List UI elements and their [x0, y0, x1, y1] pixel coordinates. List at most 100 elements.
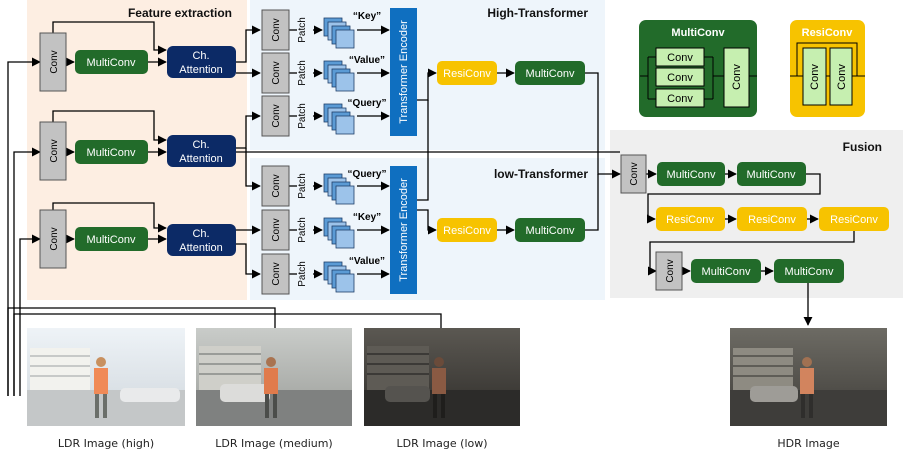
token-square: [335, 229, 355, 249]
high-transformer-title: High-Transformer: [487, 6, 588, 20]
svg-text:Ch.: Ch.: [192, 139, 209, 151]
svg-text:MultiConv: MultiConv: [87, 234, 136, 246]
key-token-label-high: “Key”: [353, 11, 381, 22]
transformer-conv-key-high: Conv: [261, 9, 290, 51]
fusion-multiconv-4: MultiConv: [774, 259, 844, 283]
transformer-conv-key-low: Conv: [261, 209, 290, 251]
resiconv-legend: ResiConv Conv Conv: [790, 20, 865, 117]
patch-label-value-low: Patch: [297, 261, 308, 287]
conv-block-low: Conv: [39, 209, 67, 269]
token-square: [335, 72, 355, 92]
ldr-image-high-caption: LDR Image (high): [57, 437, 155, 450]
svg-text:Conv: Conv: [271, 174, 282, 197]
ldr-image-high: [27, 328, 185, 426]
svg-text:Attention: Attention: [179, 64, 222, 76]
ch-attention-block-medium: Ch. Attention: [167, 135, 236, 167]
conv-block-medium: Conv: [39, 121, 67, 181]
svg-text:Transformer Encoder: Transformer Encoder: [398, 20, 410, 124]
svg-text:Conv: Conv: [49, 227, 60, 250]
svg-text:MultiConv: MultiConv: [87, 57, 136, 69]
value-token-label-high: “Value”: [349, 55, 385, 66]
svg-text:Conv: Conv: [667, 93, 693, 105]
svg-text:Attention: Attention: [179, 153, 222, 165]
patch-label-value-high: Patch: [297, 60, 308, 86]
fusion-multiconv-3: MultiConv: [691, 259, 761, 283]
ch-attention-block-low: Ch. Attention: [167, 224, 236, 256]
query-token-label-high: “Query”: [348, 98, 387, 109]
patch-label-query-high: Patch: [297, 103, 308, 129]
token-square: [335, 185, 355, 205]
token-square: [335, 273, 355, 293]
svg-text:Conv: Conv: [49, 50, 60, 73]
svg-text:Conv: Conv: [271, 18, 282, 41]
multiconv-block-low-transformer: MultiConv: [515, 218, 585, 242]
multiconv-block-high-transformer: MultiConv: [515, 61, 585, 85]
fusion-resiconv-1: ResiConv: [656, 207, 725, 231]
value-token-label-low: “Value”: [349, 256, 385, 267]
svg-text:Conv: Conv: [629, 162, 640, 185]
svg-text:MultiConv: MultiConv: [785, 266, 834, 278]
svg-text:Conv: Conv: [667, 72, 693, 84]
svg-text:Conv: Conv: [836, 64, 848, 90]
query-token-label-low: “Query”: [348, 169, 387, 180]
transformer-conv-value-high: Conv: [261, 52, 290, 94]
fusion-title: Fusion: [843, 140, 882, 154]
svg-text:MultiConv: MultiConv: [667, 169, 716, 181]
svg-text:Conv: Conv: [271, 61, 282, 84]
svg-text:ResiConv: ResiConv: [748, 214, 796, 226]
svg-text:MultiConv: MultiConv: [526, 68, 575, 80]
svg-text:Ch.: Ch.: [192, 228, 209, 240]
multiconv-block-medium: MultiConv: [75, 140, 148, 164]
svg-text:ResiConv: ResiConv: [666, 214, 714, 226]
multiconv-legend-title: MultiConv: [671, 27, 725, 39]
svg-text:ResiConv: ResiConv: [443, 225, 491, 237]
fusion-resiconv-2: ResiConv: [737, 207, 807, 231]
svg-text:MultiConv: MultiConv: [702, 266, 751, 278]
svg-text:ResiConv: ResiConv: [830, 214, 878, 226]
svg-text:ResiConv: ResiConv: [443, 68, 491, 80]
ldr-image-low: [364, 328, 520, 426]
ldr-image-low-caption: LDR Image (low): [396, 437, 488, 450]
fusion-conv-1: Conv: [620, 154, 647, 194]
svg-text:MultiConv: MultiConv: [747, 169, 796, 181]
hdr-image-caption: HDR Image: [777, 437, 840, 450]
svg-text:Conv: Conv: [665, 259, 676, 282]
fusion-multiconv-1: MultiConv: [657, 162, 725, 186]
token-square: [335, 29, 355, 49]
resiconv-block-low: ResiConv: [437, 218, 497, 242]
ch-attention-block-high: Ch. Attention: [167, 46, 236, 78]
fusion-resiconv-3: ResiConv: [819, 207, 889, 231]
svg-text:Ch.: Ch.: [192, 50, 209, 62]
multiconv-legend: MultiConv Conv Conv Conv Conv: [639, 20, 757, 117]
patch-label-query-low: Patch: [297, 173, 308, 199]
fusion-conv-2: Conv: [655, 251, 683, 291]
low-transformer-title: low-Transformer: [494, 167, 588, 181]
svg-text:Conv: Conv: [731, 64, 743, 90]
svg-text:Conv: Conv: [271, 218, 282, 241]
key-token-label-low: “Key”: [353, 212, 381, 223]
patch-label-key-high: Patch: [297, 17, 308, 43]
resiconv-block-high: ResiConv: [437, 61, 497, 85]
multiconv-block-high: MultiConv: [75, 50, 148, 74]
conv-block-high: Conv: [39, 32, 67, 92]
hdr-image: [730, 328, 887, 426]
multiconv-block-low: MultiConv: [75, 227, 148, 251]
transformer-encoder-low: Transformer Encoder: [390, 166, 417, 294]
svg-text:Attention: Attention: [179, 242, 222, 254]
patch-label-key-low: Patch: [297, 217, 308, 243]
svg-text:Conv: Conv: [271, 262, 282, 285]
transformer-conv-query-low: Conv: [261, 165, 290, 207]
ldr-image-medium-caption: LDR Image (medium): [215, 437, 333, 450]
resiconv-legend-title: ResiConv: [802, 27, 854, 39]
svg-text:MultiConv: MultiConv: [526, 225, 575, 237]
token-stacks: [323, 17, 355, 293]
ldr-image-medium: [196, 328, 352, 426]
svg-text:Conv: Conv: [271, 104, 282, 127]
svg-text:MultiConv: MultiConv: [87, 147, 136, 159]
token-square: [335, 115, 355, 135]
transformer-conv-value-low: Conv: [261, 253, 290, 295]
svg-text:Conv: Conv: [667, 52, 693, 64]
svg-text:Conv: Conv: [809, 64, 821, 90]
svg-text:Conv: Conv: [49, 139, 60, 162]
